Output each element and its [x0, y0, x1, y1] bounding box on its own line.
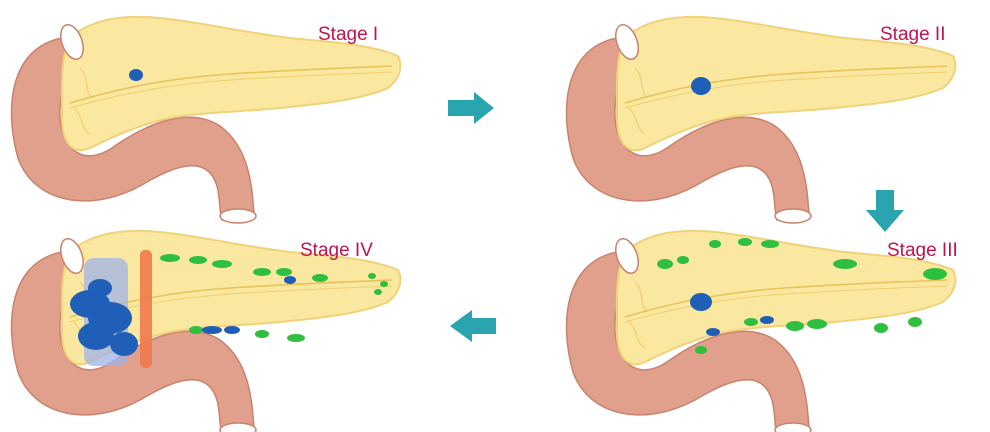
stage-4-artery: [140, 250, 152, 368]
stage-3-label: Stage III: [887, 240, 958, 261]
stage-1-tumor: [129, 69, 143, 81]
stage-2-pancreas-illustration: [566, 17, 955, 223]
stage-2-tumor: [691, 77, 711, 95]
stage-1-panel: [11, 17, 400, 223]
arrow-down-icon: [866, 190, 904, 232]
arrow-left-icon: [450, 310, 496, 342]
stage-1-pancreas-illustration: [11, 17, 400, 223]
stage-2-label: Stage II: [880, 24, 946, 45]
arrow-right-icon: [448, 92, 494, 124]
stage-2-panel: [566, 17, 955, 223]
stage-4-label: Stage IV: [300, 240, 373, 261]
stage-1-label: Stage I: [318, 24, 378, 45]
stage-3-tumor: [690, 293, 712, 311]
